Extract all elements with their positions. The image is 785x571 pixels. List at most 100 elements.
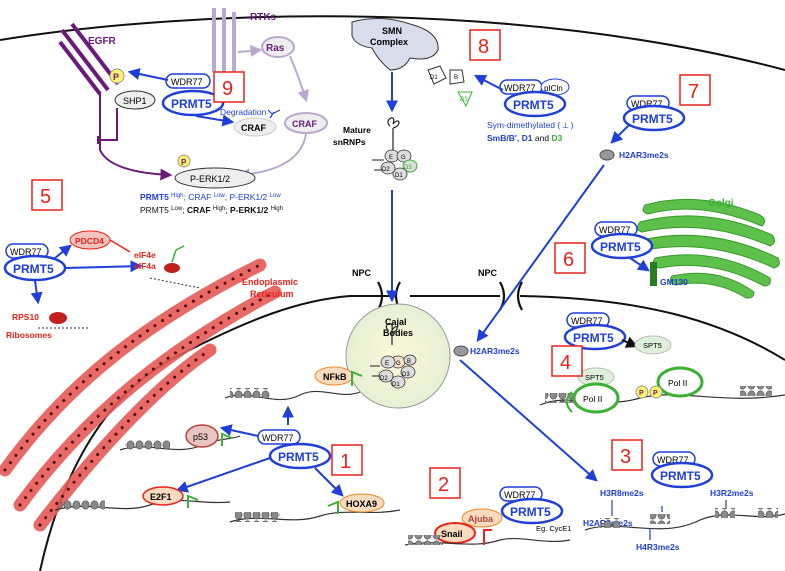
shp1-node <box>114 90 156 110</box>
h3r2me2s-label: H3R2me2s <box>710 488 754 498</box>
svg-text:WDR77: WDR77 <box>504 490 536 500</box>
svg-text:4: 4 <box>560 352 571 374</box>
cajal-d3: D3 <box>402 372 410 378</box>
egfr-receptor <box>58 22 120 96</box>
svg-text:WDR77: WDR77 <box>631 99 663 109</box>
cell-membrane <box>0 15 785 71</box>
svg-text:PRMT5: PRMT5 <box>660 469 701 483</box>
prmt5-node-9 <box>161 89 225 117</box>
snail-node <box>434 522 476 544</box>
number-box-2: 2 <box>429 467 461 499</box>
ribosome-upper <box>164 263 180 273</box>
svg-text:pICln: pICln <box>544 84 563 93</box>
hoxa9-label: HOXA9 <box>346 499 377 509</box>
cajal-body: Cajal Bodies D1 D2 D3 E G B <box>345 303 451 409</box>
svg-text:SPT5: SPT5 <box>643 341 662 350</box>
svg-text:SPT5: SPT5 <box>585 373 604 382</box>
sym-dimethylated-line2: SmB/B', D1 and D3 <box>487 133 563 143</box>
number-box-1: 1 <box>331 444 363 476</box>
number-box-7: 7 <box>679 74 711 106</box>
svg-text:PRMT5: PRMT5 <box>13 262 54 276</box>
eif4e-label: eIF4e <box>134 250 156 260</box>
rps10-label: RPS10 <box>12 312 39 322</box>
svg-text:G: G <box>401 155 406 161</box>
legend-line-2: PRMT5 Low; CRAF High; P-ERK1/2 High <box>140 205 283 215</box>
h3r8me2s-label: H3R8me2s <box>600 488 644 498</box>
cajal-b: B <box>407 359 411 365</box>
e2f1-node <box>142 486 184 506</box>
h4r3me2s-label: H4R3me2s <box>636 542 680 552</box>
histone-h2a-cyto <box>599 149 615 161</box>
degradation-label: Degradation <box>220 107 267 117</box>
shp1-label: SHP1 <box>123 96 147 106</box>
number-box-9: 9 <box>213 71 245 103</box>
smn-complex-shape <box>351 18 439 71</box>
prmt5-node-8 <box>503 90 567 118</box>
p53-label: p53 <box>193 432 208 442</box>
svg-text:WDR77: WDR77 <box>657 455 689 465</box>
golgi-apparatus <box>636 198 780 299</box>
cajal-label-line1: Cajal <box>385 317 407 327</box>
svg-text:Pol II: Pol II <box>583 394 602 404</box>
pol2-node-left <box>572 382 620 414</box>
craf-node-top <box>284 112 328 134</box>
ajuba-node <box>461 508 503 528</box>
prmt5-node-1 <box>268 442 332 470</box>
svg-text:PRMT5: PRMT5 <box>171 97 212 111</box>
craf-node-degrad <box>233 117 277 137</box>
svg-text:B: B <box>454 75 458 81</box>
svg-text:PRMT5: PRMT5 <box>600 240 641 254</box>
svg-text:7: 7 <box>688 81 699 103</box>
mature-snrnps-line1: Mature <box>343 125 371 135</box>
svg-text:D2: D2 <box>382 167 390 173</box>
svg-text:PRMT5: PRMT5 <box>278 450 319 464</box>
dna-strand-3 <box>584 508 785 531</box>
number-box-6: 6 <box>554 242 586 274</box>
svg-text:WDR77: WDR77 <box>504 83 536 93</box>
svg-text:D1: D1 <box>430 75 438 81</box>
smn-label-line2: Complex <box>370 37 408 47</box>
mature-snrnp: E G D3 D1 D2 <box>372 117 418 181</box>
ribosome-lower <box>49 312 67 324</box>
svg-text:PRMT5: PRMT5 <box>632 112 673 126</box>
dna-strand-nfkb <box>224 388 361 401</box>
number-box-5: 5 <box>31 179 63 211</box>
hoxa9-node <box>339 493 385 513</box>
smn-label-line1: SMN <box>382 26 402 36</box>
svg-text:9: 9 <box>222 78 233 100</box>
prmt5-node-7 <box>622 104 686 132</box>
h2ar3me2s-nuc-label: H2AR3me2s <box>470 346 520 356</box>
er-label-line2: Reticulum <box>250 289 294 299</box>
legend-line-1: PRMT5 High; CRAF Low; P-ERK1/2 Low <box>140 192 281 202</box>
ajuba-label: Ajuba <box>468 514 494 524</box>
snail-label: Snail <box>441 529 463 539</box>
egfr-to-perk-arrow <box>99 92 173 181</box>
svg-text:PRMT5: PRMT5 <box>510 505 551 519</box>
shp1-inhibition <box>97 108 118 144</box>
rtk-receptor <box>212 8 236 72</box>
h2ar3me2s-cyto-label: H2AR3me2s <box>619 150 669 160</box>
svg-text:6: 6 <box>563 249 574 271</box>
prmt5-node-3 <box>650 461 714 489</box>
svg-text:PRMT5: PRMT5 <box>513 98 554 112</box>
pol2-node-right <box>656 366 704 398</box>
svg-text:WDR77: WDR77 <box>262 433 294 443</box>
svg-text:D3: D3 <box>460 97 468 103</box>
cajal-g: G <box>396 361 401 367</box>
svg-text:WDR77: WDR77 <box>10 247 42 257</box>
npc-label-left: NPC <box>352 268 372 278</box>
dna-strand-hoxa9 <box>229 509 401 523</box>
svg-text:1: 1 <box>340 451 351 473</box>
golgi-label: Golgi <box>708 198 734 209</box>
svg-text:D3: D3 <box>404 165 412 171</box>
number-box-3: 3 <box>611 439 643 471</box>
phospho-p-egfr <box>109 68 125 84</box>
histone-h2a-nuc <box>453 345 469 357</box>
mature-snrnps-line2: snRNPs <box>333 137 366 147</box>
number-box-8: 8 <box>469 29 501 61</box>
svg-text:WDR77: WDR77 <box>571 316 603 326</box>
cyce1-label: Eg. CycE1 <box>536 524 571 533</box>
svg-text:P: P <box>653 390 658 397</box>
